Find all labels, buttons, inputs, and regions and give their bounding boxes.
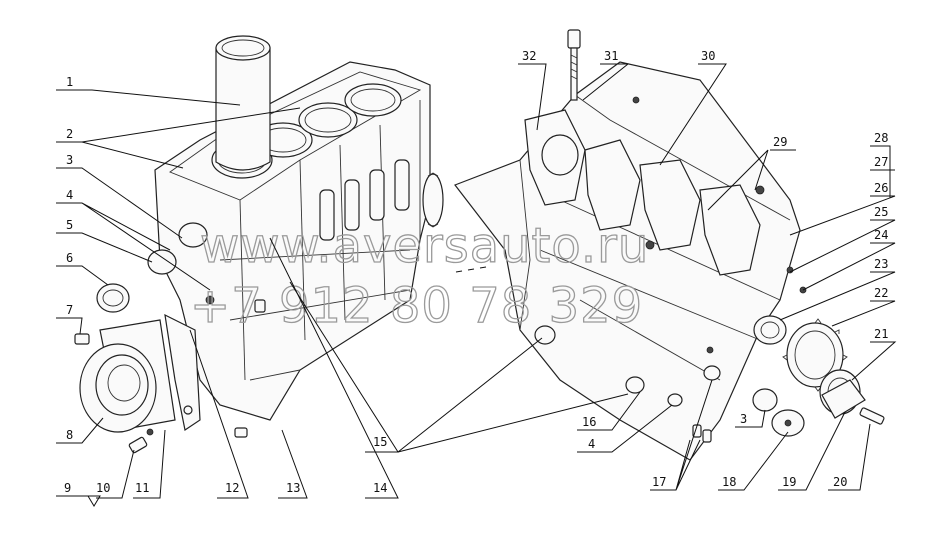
callout-4-right: 4	[588, 437, 595, 451]
callout-24: 24	[874, 228, 888, 242]
callout-28: 28	[874, 131, 888, 145]
leader-lines	[56, 63, 897, 507]
callout-31: 31	[604, 49, 618, 63]
callout-7: 7	[66, 303, 73, 317]
callout-22: 22	[874, 286, 888, 300]
callout-23: 23	[874, 257, 888, 271]
callout-6: 6	[66, 251, 73, 265]
callout-29: 29	[773, 135, 787, 149]
callout-1: 1	[66, 75, 73, 89]
watermark-url: www.aversauto.ru	[200, 218, 649, 274]
callout-10: 10	[96, 481, 110, 495]
callout-15: 15	[373, 435, 387, 449]
callout-9: 9	[64, 481, 71, 495]
callout-26: 26	[874, 181, 888, 195]
callout-30: 30	[701, 49, 715, 63]
callout-2: 2	[66, 127, 73, 141]
callout-labels: 1 2 3 4 5 6 7 8 9 10 11 12 13 14 15 16 4…	[64, 49, 888, 495]
callout-3: 3	[66, 153, 73, 167]
cylinder-block-right	[454, 29, 885, 461]
callout-18: 18	[722, 475, 736, 489]
callout-5: 5	[66, 218, 73, 232]
callout-19: 19	[782, 475, 796, 489]
callout-13: 13	[286, 481, 300, 495]
callout-21: 21	[874, 327, 888, 341]
callout-16: 16	[582, 415, 596, 429]
callout-11: 11	[135, 481, 149, 495]
callout-4: 4	[66, 188, 73, 202]
callout-17: 17	[652, 475, 666, 489]
callout-3-right: 3	[740, 412, 747, 426]
alignment-dashes	[455, 266, 487, 273]
callout-12: 12	[225, 481, 239, 495]
callout-20: 20	[833, 475, 847, 489]
callout-8: 8	[66, 428, 73, 442]
callout-32: 32	[522, 49, 536, 63]
watermark-phone: +7 912 80 78 329	[190, 278, 643, 334]
callout-25: 25	[874, 205, 888, 219]
callout-27: 27	[874, 155, 888, 169]
cylinder-block-left	[74, 35, 444, 454]
callout-14: 14	[373, 481, 387, 495]
